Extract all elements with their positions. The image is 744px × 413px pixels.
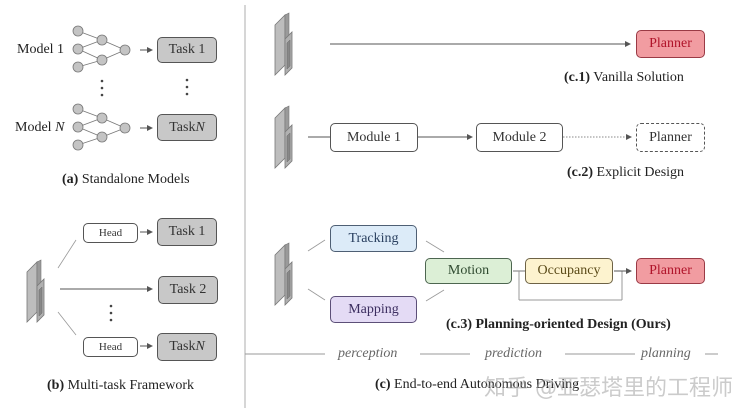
caption-c1-text: Vanilla Solution [590, 70, 684, 85]
planner-box-c1: Planner [636, 30, 705, 58]
task-1-box-b: Task 1 [157, 218, 217, 246]
caption-c2-text: Explicit Design [593, 165, 685, 180]
tracking-box: Tracking [330, 225, 417, 252]
caption-c3: (c.3) Planning-oriented Design (Ours) [446, 317, 671, 332]
task-1-box-a: Task 1 [157, 37, 217, 63]
motion-box: Motion [425, 258, 512, 284]
feature-map-c2 [274, 105, 293, 169]
caption-a: (a) Standalone Models [62, 173, 190, 187]
network-model-n [72, 103, 131, 151]
model-n-var: N [55, 120, 65, 135]
planner-box-c3: Planner [636, 258, 705, 284]
stage-planning: planning [641, 346, 691, 361]
network-model-1 [72, 25, 131, 73]
task-n-prefix-b: Task [169, 339, 196, 354]
planner-box-c2: Planner [636, 123, 705, 152]
occupancy-box: Occupancy [525, 258, 613, 284]
task-n-var-b: N [195, 339, 205, 354]
caption-a-tag: (a) [62, 172, 79, 187]
watermark: 知乎 @亚瑟塔里的工程师 [484, 376, 733, 401]
caption-c2: (c.2) Explicit Design [567, 166, 684, 180]
task-2-box-b: Task 2 [158, 276, 218, 304]
caption-b-text: Multi-task Framework [64, 378, 194, 393]
caption-a-text: Standalone Models [78, 172, 190, 187]
head-1-box: Head [83, 223, 138, 243]
feature-map-c3 [274, 242, 293, 306]
model-n-prefix: Model [15, 120, 56, 135]
head-n-box: Head [83, 337, 138, 357]
ellipsis-a [100, 78, 189, 97]
stage-perception: perception [338, 346, 398, 361]
feature-map-c1 [274, 12, 293, 76]
task-n-box-b: Task N [157, 333, 217, 361]
ellipsis-b [109, 304, 113, 322]
stage-prediction: prediction [485, 346, 543, 361]
task-n-prefix: Task [169, 119, 196, 135]
module-1-box: Module 1 [330, 123, 418, 152]
task-n-var: N [195, 119, 205, 135]
caption-c1: (c.1) Vanilla Solution [564, 71, 684, 85]
caption-c2-tag: (c.2) [567, 165, 594, 180]
feature-map-b [26, 259, 45, 323]
model-1-label: Model 1 [17, 42, 65, 57]
mapping-box: Mapping [330, 296, 417, 323]
caption-c-tag: (c) [375, 377, 391, 392]
module-2-box: Module 2 [476, 123, 563, 152]
caption-c-text: End-to-end Autonomous Driving [390, 377, 580, 392]
task-n-box-a: Task N [157, 114, 217, 141]
caption-b-tag: (b) [47, 378, 65, 393]
caption-c1-tag: (c.1) [564, 70, 591, 85]
caption-c: (c) End-to-end Autonomous Driving [375, 378, 579, 392]
caption-b: (b) Multi-task Framework [47, 379, 194, 393]
model-n-label: Model N [15, 121, 64, 135]
